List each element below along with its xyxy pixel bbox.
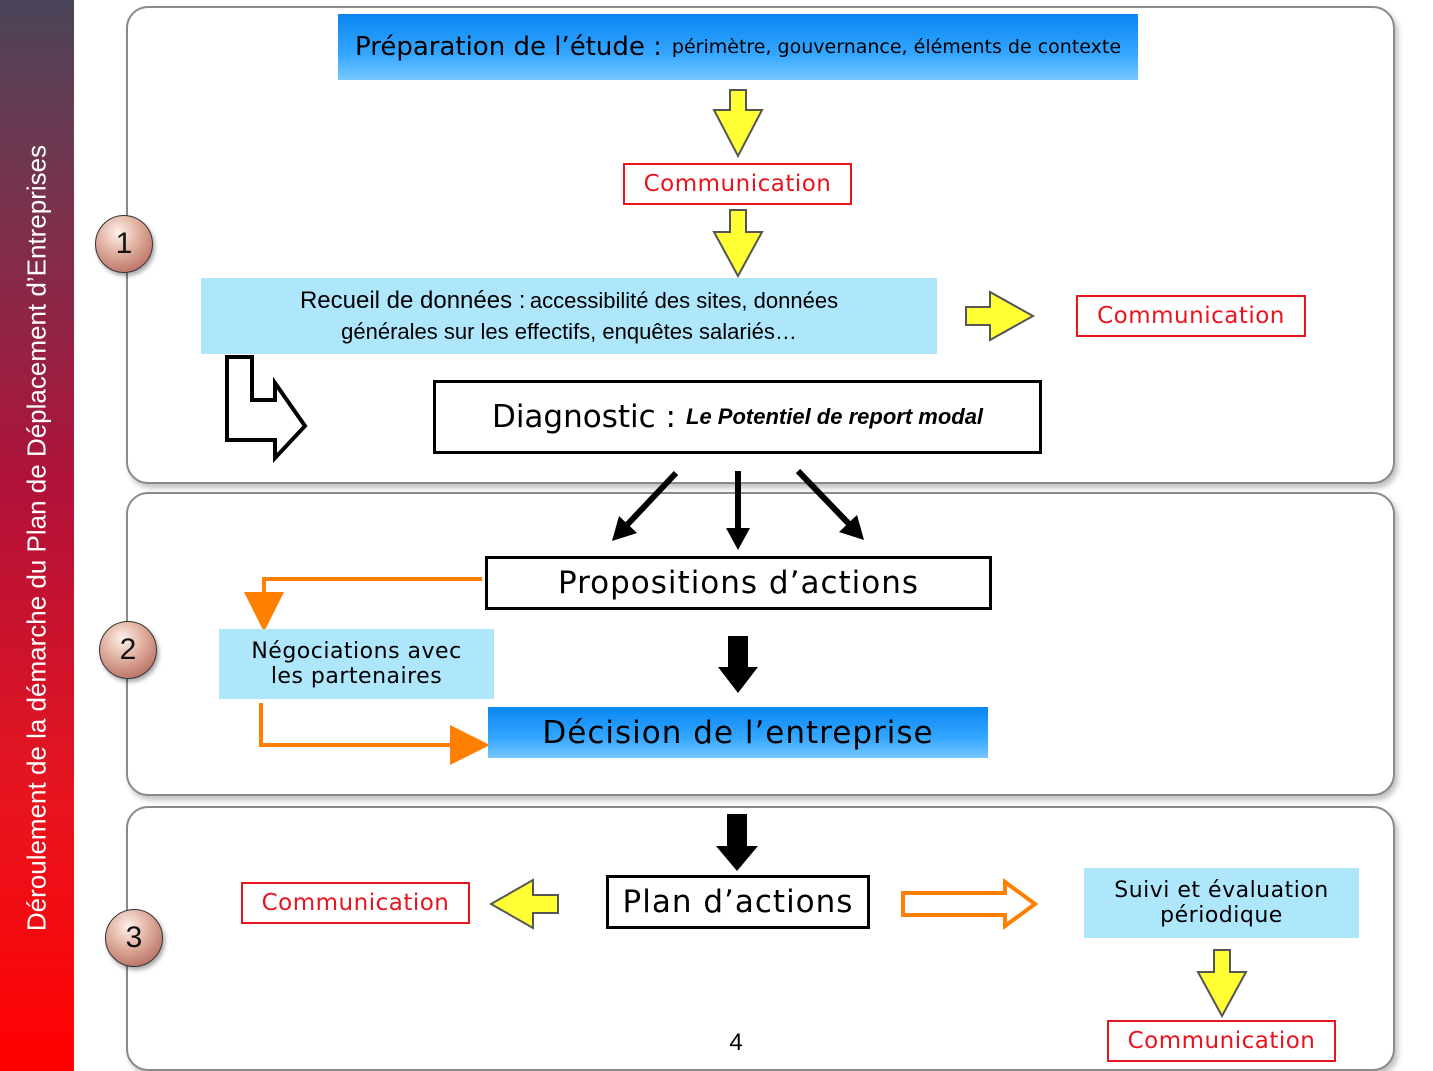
suivi-line-1: Suivi et évaluation — [1114, 878, 1329, 903]
suivi-box: Suivi et évaluation périodique — [1084, 868, 1359, 938]
recueil-detail: accessibilité des sites, données — [529, 288, 839, 313]
page-number: 4 — [729, 1029, 743, 1056]
communication-box-left: Communication — [241, 882, 470, 924]
diagnostic-box: Diagnostic : Le Potentiel de report moda… — [433, 380, 1042, 454]
communication-box-top: Communication — [623, 163, 852, 205]
yellow-down-arrow-2 — [712, 209, 764, 279]
plan-actions-box: Plan d’actions — [606, 875, 870, 929]
orange-hollow-right-arrow — [901, 878, 1039, 930]
black-down-arrow-2 — [716, 814, 758, 871]
yellow-down-arrow-3 — [1196, 949, 1248, 1019]
orange-arrow-to-negociations — [244, 577, 482, 632]
diagnostic-title: Diagnostic : — [491, 399, 676, 435]
preparation-box: Préparation de l’étude : périmètre, gouv… — [338, 14, 1138, 80]
negociations-box: Négociations avec les partenaires — [219, 629, 494, 699]
decision-box: Décision de l’entreprise — [488, 707, 988, 758]
recueil-line-1: Recueil de données : accessibilité des s… — [300, 287, 838, 315]
recueil-title: Recueil de données : — [299, 287, 526, 314]
preparation-title: Préparation de l’étude : — [354, 32, 662, 62]
negociations-line-2: les partenaires — [270, 664, 443, 689]
diagnostic-detail: Le Potentiel de report modal — [686, 404, 984, 429]
recueil-box: Recueil de données : accessibilité des s… — [201, 278, 937, 354]
negociations-line-1: Négociations avec — [251, 639, 462, 664]
hollow-bent-arrow — [225, 355, 308, 464]
step-1-badge: 1 — [95, 215, 153, 273]
step-3-badge: 3 — [105, 909, 163, 967]
black-down-arrow-1 — [718, 636, 758, 693]
yellow-down-arrow-1 — [712, 89, 764, 159]
recueil-line-2: générales sur les effectifs, enquêtes sa… — [341, 319, 797, 344]
diagnostic-fanout-arrows — [612, 468, 864, 550]
sidebar-banner: Déroulement de la démarche du Plan de Dé… — [0, 0, 74, 1071]
communication-box-right: Communication — [1076, 295, 1306, 337]
yellow-left-arrow — [488, 878, 559, 930]
communication-box-bottom: Communication — [1107, 1020, 1336, 1062]
preparation-detail: périmètre, gouvernance, éléments de cont… — [671, 36, 1122, 58]
yellow-right-arrow — [965, 290, 1036, 342]
orange-arrow-to-decision — [259, 703, 490, 765]
suivi-line-2: périodique — [1160, 903, 1283, 928]
step-2-badge: 2 — [99, 621, 157, 679]
propositions-box: Propositions d’actions — [485, 556, 992, 610]
